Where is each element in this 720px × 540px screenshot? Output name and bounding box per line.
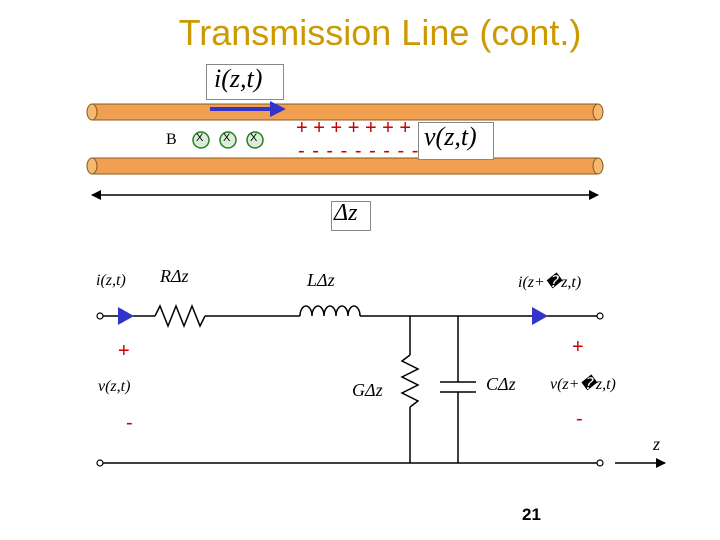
voltage-label: v(z,t) [424,122,477,151]
right-current-label: i(z+�z,t) [518,274,582,291]
right-minus: - [576,408,586,430]
circuit-wires [100,303,666,468]
field-circles [192,131,264,149]
right-current-arrow [532,307,548,325]
conductance-label: GΔz [352,380,383,400]
lower-conductor [86,157,604,175]
conductance-symbol [400,354,420,408]
right-voltage-label: v(z+�z,t) [550,376,616,393]
plus-charges: + + + + + + + [296,117,412,139]
right-plus: + [572,336,584,358]
slide-title: Transmission Line (cont.) [178,12,582,53]
left-current-label: i(z,t) [96,272,126,289]
terminals [96,312,604,467]
left-plus: + [118,340,130,362]
field-mark-1: X [196,132,204,144]
z-axis-label: z [653,434,661,454]
inductor-label: LΔz [307,270,335,290]
inductor-symbol [299,305,361,317]
delta-z-label: Δz [334,200,358,226]
resistor-symbol [154,303,206,329]
current-label-box [206,64,284,100]
page-number: 21 [522,505,541,524]
delta-z-box [331,201,371,231]
left-current-arrow [118,307,134,325]
left-minus: - [126,412,136,434]
resistor-label: RΔz [160,266,189,286]
minus-charges: - - - - - - - - - - [298,140,434,162]
current-label: i(z,t) [214,64,263,93]
voltage-label-box [418,122,494,160]
capacitor-label: CΔz [486,374,516,394]
field-mark-3: X [250,132,258,144]
left-voltage-label: v(z,t) [98,378,131,395]
field-label: B [166,131,177,148]
field-mark-2: X [223,132,231,144]
current-arrow [210,101,286,117]
